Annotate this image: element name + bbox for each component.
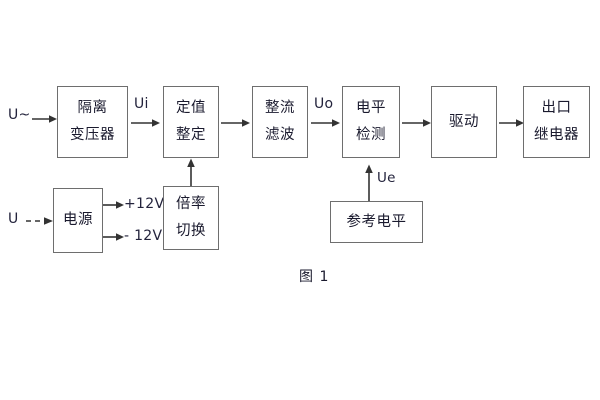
arrow-driver-to-output-relay: [499, 118, 525, 128]
signal-uo-label: Uo: [314, 96, 334, 112]
input-dc-label: U: [8, 211, 19, 227]
block-output-relay-line-2: 继电器: [534, 127, 579, 143]
rail-negative-label: - 12V: [124, 228, 163, 244]
block-rectify-filter-line-1: 整流: [265, 100, 295, 117]
block-level-detection-line-1: 电平: [356, 100, 386, 117]
block-rectify-filter-line-2: 滤波: [265, 127, 295, 143]
block-multiplier-switch: 倍率 切换: [163, 186, 219, 250]
block-level-detection-line-2: 检测: [356, 127, 386, 143]
arrow-input-ac-to-isolation-transformer: [32, 114, 58, 124]
signal-ui-label: Ui: [134, 96, 149, 112]
input-ac-label: U~: [8, 107, 31, 123]
block-level-detection: 电平 检测: [342, 86, 400, 158]
block-output-relay: 出口 继电器: [523, 86, 590, 158]
block-setting-value: 定值 整定: [163, 86, 219, 158]
block-multiplier-switch-line-2: 切换: [176, 223, 206, 239]
block-isolation-transformer-line-2: 变压器: [70, 127, 115, 143]
arrow-input-dc-to-power-supply: [26, 216, 54, 226]
block-isolation-transformer-line-1: 隔离: [77, 100, 108, 117]
arrow-level-detection-to-driver: [402, 118, 432, 128]
signal-ue-label: Ue: [377, 170, 396, 186]
block-reference-level-line-1: 参考电平: [346, 213, 407, 230]
block-reference-level: 参考电平: [330, 201, 423, 243]
arrow-power-supply-rail-positive: [103, 200, 125, 210]
arrow-power-supply-rail-negative: [103, 232, 125, 242]
block-multiplier-switch-line-1: 倍率: [176, 196, 206, 213]
arrow-multiplier-switch-to-setting-value: [186, 158, 196, 186]
figure-caption: 图 1: [299, 269, 330, 285]
block-power-supply: 电源: [53, 188, 103, 253]
block-isolation-transformer: 隔离 变压器: [57, 86, 128, 158]
arrow-rectify-filter-to-level-detection: [311, 118, 341, 128]
block-power-supply-line-1: 电源: [63, 212, 93, 229]
arrow-reference-level-to-level-detection: [364, 164, 374, 201]
arrow-setting-value-to-rectify-filter: [221, 118, 251, 128]
block-setting-value-line-2: 整定: [176, 127, 206, 143]
block-setting-value-line-1: 定值: [176, 100, 206, 117]
arrow-isolation-transformer-to-setting-value: [131, 118, 161, 128]
block-driver: 驱动: [431, 86, 497, 158]
block-rectify-filter: 整流 滤波: [252, 86, 308, 158]
block-output-relay-line-1: 出口: [541, 100, 572, 117]
rail-positive-label: +12V: [124, 196, 165, 212]
block-driver-line-1: 驱动: [449, 113, 479, 130]
